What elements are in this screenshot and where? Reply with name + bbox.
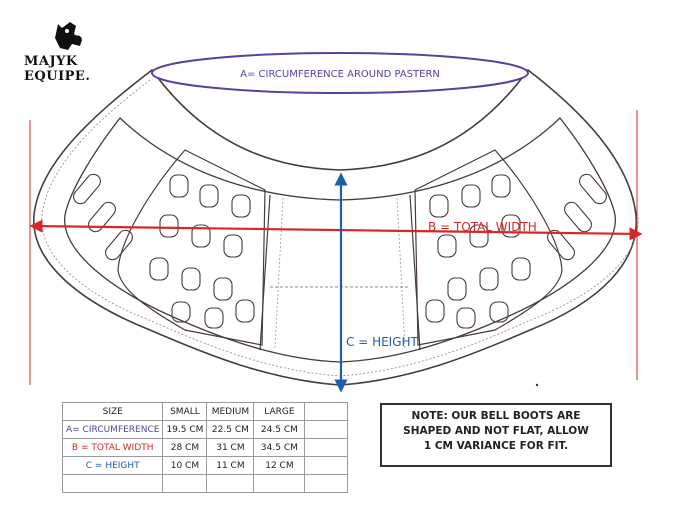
header-small: SMALL: [162, 402, 208, 421]
cell-medium: 22.5 CM: [206, 420, 255, 439]
cell-large: 12 CM: [253, 456, 306, 475]
left-grip-panel: [117, 149, 266, 346]
left-grip-nubs: [149, 174, 255, 329]
brand-line-2: EQUIPE.: [24, 69, 91, 84]
horse-head-logo-icon: [55, 22, 82, 50]
table-row: B = TOTAL WIDTH 28 CM 31 CM 34.5 CM: [61, 438, 349, 457]
cell-empty: [206, 474, 255, 493]
cell-large: 34.5 CM: [253, 438, 306, 457]
fit-note: NOTE: OUR BELL BOOTS ARE SHAPED AND NOT …: [380, 403, 612, 467]
table-row: C = HEIGHT 10 CM 11 CM 12 CM: [61, 456, 349, 475]
table-row-empty: [61, 474, 349, 493]
header-size: SIZE: [61, 402, 164, 421]
circumference-label: A= CIRCUMFERENCE AROUND PASTERN: [240, 69, 440, 80]
row-label-total-width: B = TOTAL WIDTH: [61, 438, 164, 457]
height-label: C = HEIGHT: [346, 335, 419, 349]
row-label-height: C = HEIGHT: [61, 456, 164, 475]
cell-empty: [304, 474, 349, 493]
cell-empty: [162, 474, 208, 493]
cell-large: 24.5 CM: [253, 420, 306, 439]
cell-empty: [304, 438, 349, 457]
row-label-circumference: A= CIRCUMFERENCE: [61, 420, 164, 439]
header-medium: MEDIUM: [206, 402, 255, 421]
cell-medium: 31 CM: [206, 438, 255, 457]
cell-small: 10 CM: [162, 456, 208, 475]
right-grip-panel: [414, 149, 563, 346]
header-empty: [304, 402, 349, 421]
cell-small: 19.5 CM: [162, 420, 208, 439]
size-table-header-row: SIZE SMALL MEDIUM LARGE: [61, 402, 349, 421]
table-row: A= CIRCUMFERENCE 19.5 CM 22.5 CM 24.5 CM: [61, 420, 349, 439]
cell-empty: [61, 474, 164, 493]
note-line-3: 1 CM VARIANCE FOR FIT.: [423, 440, 569, 452]
cell-small: 28 CM: [162, 438, 208, 457]
brand-line-1: MAJYK: [24, 54, 78, 69]
cell-empty: [253, 474, 306, 493]
boot-stitching: [41, 79, 639, 377]
cell-medium: 11 CM: [206, 456, 255, 475]
stray-dot: [535, 383, 539, 387]
boot-inner-cup: [64, 117, 616, 363]
size-table: SIZE SMALL MEDIUM LARGE A= CIRCUMFERENCE…: [61, 402, 349, 493]
header-large: LARGE: [253, 402, 306, 421]
note-line-2: SHAPED AND NOT FLAT, ALLOW: [403, 425, 589, 437]
cell-empty: [304, 420, 349, 439]
circumference-ellipse: [151, 52, 529, 94]
brand-logo: MAJYK EQUIPE.: [24, 54, 114, 84]
total-width-label: B = TOTAL WIDTH: [428, 220, 537, 234]
cell-empty: [304, 456, 349, 475]
note-line-1: NOTE: OUR BELL BOOTS ARE: [411, 410, 581, 422]
